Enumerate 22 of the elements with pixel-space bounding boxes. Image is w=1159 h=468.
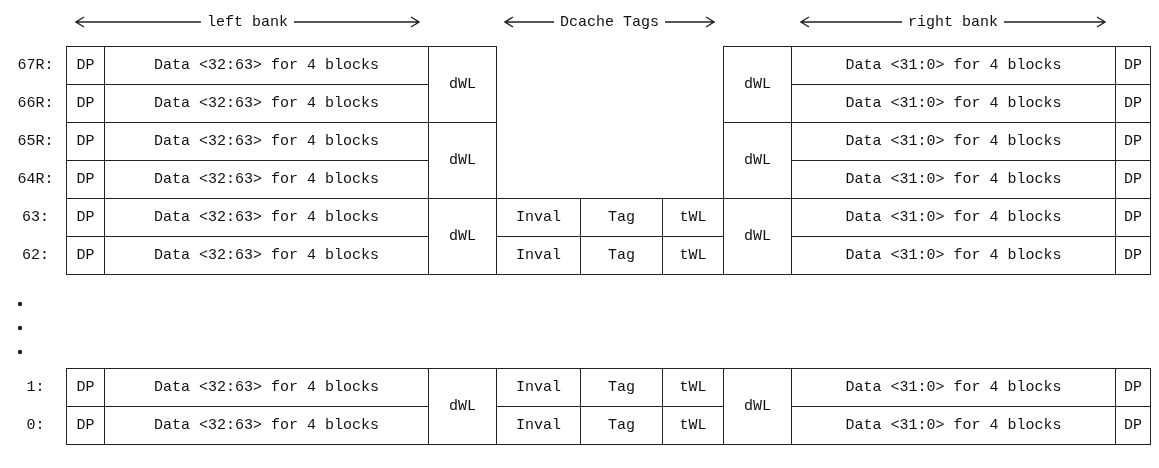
dp-cell: DP bbox=[1115, 236, 1151, 275]
wordline-cell: dWL bbox=[723, 46, 792, 123]
row-label: 1: bbox=[25, 378, 46, 398]
dp-cell: DP bbox=[1115, 368, 1151, 407]
row-label: 65R: bbox=[16, 132, 55, 152]
wordline-cell: dWL bbox=[428, 368, 497, 445]
dp-cell: DP bbox=[66, 236, 105, 275]
row-label: 62: bbox=[21, 246, 50, 266]
bank-heading: Dcache Tags bbox=[554, 13, 666, 31]
dp-cell: DP bbox=[1115, 406, 1151, 445]
dp-cell: DP bbox=[66, 406, 105, 445]
dp-cell: DP bbox=[66, 46, 105, 85]
row-label: 0: bbox=[25, 416, 46, 436]
dp-cell: DP bbox=[66, 368, 105, 407]
dp-cell: DP bbox=[1115, 46, 1151, 85]
row-label: 67R: bbox=[16, 56, 55, 76]
bank-heading: right bank bbox=[902, 13, 1004, 31]
row-label: 64R: bbox=[16, 170, 55, 190]
wordline-cell: dWL bbox=[723, 368, 792, 445]
row-label: 63: bbox=[21, 208, 50, 228]
wordline-cell: dWL bbox=[428, 46, 497, 123]
row-label: 66R: bbox=[16, 94, 55, 114]
